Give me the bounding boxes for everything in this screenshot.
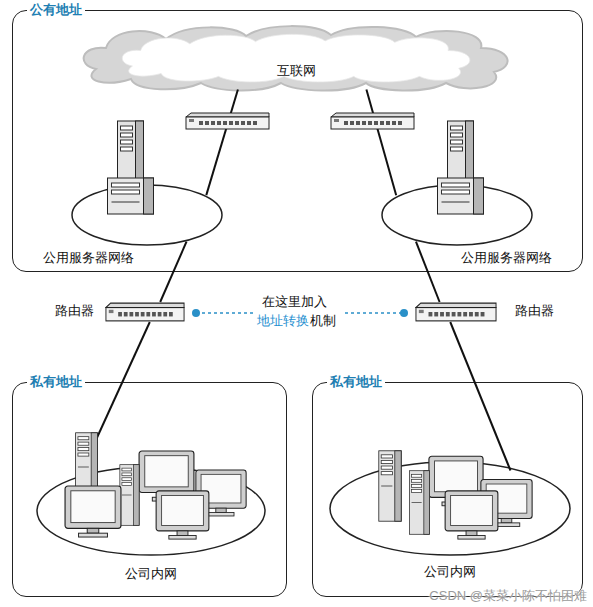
address-zone: 公司内网私有地址 xyxy=(312,382,583,597)
router-node: 路由器 xyxy=(415,302,497,322)
network-link xyxy=(416,242,440,302)
ellipse-outline xyxy=(381,184,533,246)
monitor xyxy=(139,451,194,501)
pc-tower xyxy=(76,433,98,501)
monitor xyxy=(65,486,121,537)
pc-tower xyxy=(120,465,139,526)
server-network: 公用服务器网络 xyxy=(71,184,223,246)
pc-tower xyxy=(409,471,429,535)
lan-network: 公司内网 xyxy=(36,466,266,556)
router-device xyxy=(186,113,269,129)
server-tower xyxy=(438,121,484,214)
node-label: 路由器 xyxy=(515,303,554,319)
annotation-text: 在这里加入 xyxy=(262,294,327,310)
monitor xyxy=(156,491,209,539)
zone-heading: 公有地址 xyxy=(27,2,85,18)
zone-heading: 私有地址 xyxy=(27,374,85,390)
watermark: CSDN @菜菜小陈不怕困难 xyxy=(429,588,587,604)
router-device xyxy=(415,302,497,322)
ellipse-outline xyxy=(71,184,223,246)
ellipse-outline xyxy=(36,466,266,556)
monitor xyxy=(196,470,246,516)
address-zone: 公司内网私有地址 xyxy=(12,382,287,597)
node-label: 公用服务器网络 xyxy=(461,250,552,266)
address-zone: 互联网公用服务器网络公用服务器网络公有地址 xyxy=(12,10,583,272)
server-tower xyxy=(108,121,154,214)
lan-network: 公司内网 xyxy=(329,461,571,556)
annotation-highlight: 地址转换 xyxy=(257,313,309,329)
ellipse-outline xyxy=(329,461,571,556)
node-label: 路由器 xyxy=(55,303,94,319)
network-link xyxy=(450,322,510,471)
internet-cloud: 互联网 xyxy=(76,23,516,93)
network-link xyxy=(160,242,186,302)
node-label: 公司内网 xyxy=(329,564,571,580)
router-node: 路由器 xyxy=(105,302,185,322)
monitor xyxy=(445,491,498,539)
node-label: 公司内网 xyxy=(36,566,266,582)
node-label: 公用服务器网络 xyxy=(43,250,134,266)
monitor xyxy=(429,456,483,505)
node-label: 互联网 xyxy=(76,63,516,79)
pc-tower xyxy=(379,451,401,521)
network-link xyxy=(206,90,238,196)
cloud-shape xyxy=(76,23,516,93)
annotation-text: 机制 xyxy=(310,313,336,329)
server-network: 公用服务器网络 xyxy=(381,184,533,246)
leader-line xyxy=(192,309,253,317)
zone-heading: 私有地址 xyxy=(327,374,385,390)
router-device xyxy=(105,302,185,322)
leader-line xyxy=(345,309,408,317)
network-link xyxy=(366,90,396,196)
network-link xyxy=(82,322,150,471)
monitor xyxy=(481,480,532,527)
router-device xyxy=(331,113,414,129)
